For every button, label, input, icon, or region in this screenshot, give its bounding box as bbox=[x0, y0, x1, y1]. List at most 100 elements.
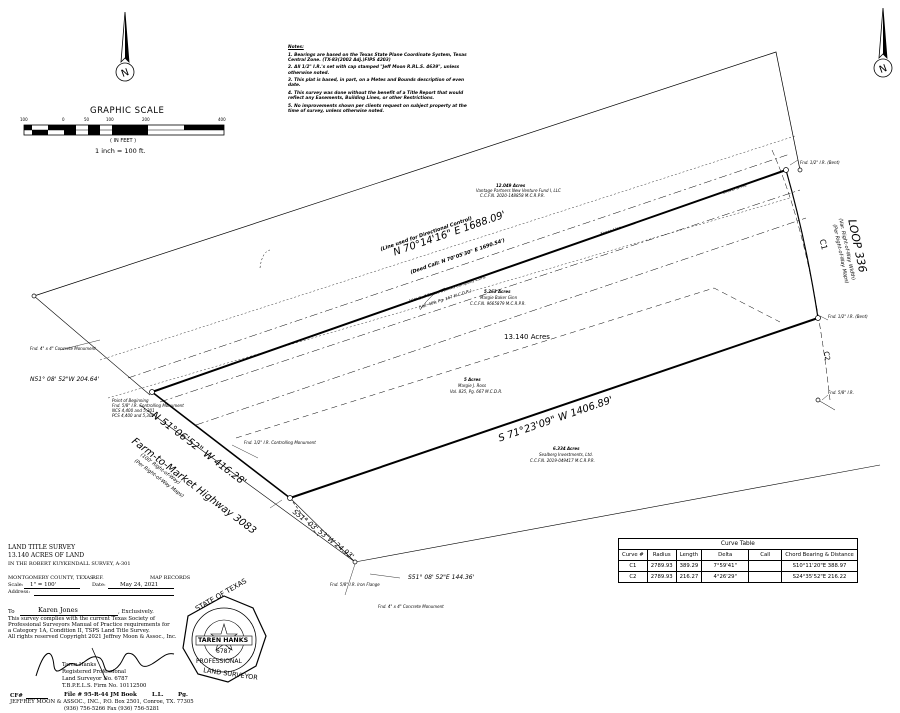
title-scale-label: Scale: bbox=[8, 582, 24, 588]
to-name: Karen Jones bbox=[38, 606, 78, 614]
graphic-scale-title: GRAPHIC SCALE bbox=[90, 106, 165, 116]
tract-mid-owner: Margie Baker Ginn bbox=[480, 295, 518, 300]
to-exclusively: , Exclusively. bbox=[118, 609, 154, 615]
title-map-records: MAP RECORDS bbox=[150, 575, 191, 581]
tract-south-acres: 5 Acres bbox=[464, 377, 481, 382]
note-4: 4. This survey was done without the bene… bbox=[288, 90, 464, 102]
tract-se-acres: 6.334 Acres bbox=[553, 446, 580, 451]
title-ref: REF. bbox=[92, 575, 104, 581]
curve-table-title: Curve Table bbox=[618, 538, 858, 550]
surveyor-signature bbox=[35, 647, 175, 681]
curve-header: Length bbox=[675, 549, 703, 561]
north-arrow-right-icon: N bbox=[873, 7, 893, 78]
curve-cell: 7°59'41" bbox=[701, 560, 750, 572]
page-label: Pg. bbox=[178, 692, 188, 698]
tract-mid-acres: 5.263 Acres bbox=[484, 289, 511, 294]
graphic-scale-bar bbox=[23, 124, 225, 136]
surveyor-firm: T.B.P.E.L.S. Firm No. 10112500 bbox=[62, 683, 147, 689]
curve-header: Radius bbox=[646, 549, 677, 561]
n51-bearing: N51° 08' 52"W 204.64' bbox=[30, 376, 100, 383]
title-line-1: LAND TITLE SURVEY bbox=[8, 544, 76, 551]
surveyor-name: Taren Hanks bbox=[62, 662, 97, 668]
company-phone: (936) 756-5266 Fax (936) 756-5281 bbox=[64, 706, 160, 712]
table-row: C1 2789.93 389.29 7°59'41" S10°11'20"E 3… bbox=[618, 560, 858, 572]
file-number: File # 95-R-44 JM Book bbox=[64, 692, 137, 698]
fnd-concrete-monument: Fnd. 4" x 4" Concrete Monument bbox=[30, 346, 96, 351]
s51-144-bearing: S51° 08' 52"E 144.36' bbox=[408, 574, 475, 581]
tract-se-owner: Sealberg Investments, Ltd. bbox=[539, 452, 593, 457]
title-county: MONTGOMERY COUNTY, TEXAS bbox=[8, 575, 94, 581]
cert-line-4: All rights reserved Copyright 2021 Jeffr… bbox=[8, 634, 177, 640]
fnd-controlling-monument: Fnd. 1/2" I.R. Controlling Monument bbox=[244, 440, 316, 445]
north-arrow-left-icon: N bbox=[115, 11, 135, 82]
scale-tick: 100 bbox=[20, 117, 28, 122]
cf-label: CF# bbox=[10, 693, 23, 699]
note-3: 3. This plat is based, in part, on a Met… bbox=[288, 78, 465, 89]
company-line: JEFFREY MOON & ASSOC., INC., P.O. Box 25… bbox=[10, 699, 194, 705]
title-line-3: IN THE ROBERT KUYKENDALL SURVEY, A-301 bbox=[8, 561, 131, 567]
title-line-2: 13.140 ACRES OF LAND bbox=[8, 552, 85, 559]
surveyor-role: Registered Professional bbox=[62, 669, 126, 675]
tract-se-record: C.C.F.N. 2019-049417 M.C.R.P.R. bbox=[530, 458, 595, 463]
title-address-label: Address: bbox=[8, 589, 31, 595]
surveyor-seal bbox=[182, 595, 267, 683]
tract-mid-record: C.C.F.N. 9665879 M.C.R.P.R. bbox=[470, 301, 526, 306]
tract-north-owner: Vantage Partners New Venture Fund I, LLC bbox=[476, 188, 561, 193]
curve-table: Curve Table Curve # Radius Length Delta … bbox=[618, 538, 858, 583]
notes-block: Notes: 1. Bearings are based on the Texa… bbox=[288, 45, 478, 117]
curve-header: Curve # bbox=[618, 549, 648, 561]
curve-cell: S10°11'20"E 388.97 bbox=[781, 560, 858, 572]
curve-cell bbox=[748, 571, 783, 583]
fnd-concrete-monument: Fnd. 4" x 4" Concrete Monument bbox=[378, 604, 444, 609]
curve-cell: 2789.93 bbox=[646, 560, 677, 572]
curve-header: Call bbox=[748, 549, 783, 561]
cert-line-1: This survey complies with the current Te… bbox=[8, 616, 155, 622]
fnd-iron-rod: Fnd. 1/2" I.R. (Bent) bbox=[828, 314, 868, 319]
seal-number: 6787 bbox=[216, 648, 232, 655]
cert-line-2: Professional Surveyors Manual of Practic… bbox=[8, 622, 170, 628]
title-scale-value: 1" = 100' bbox=[30, 582, 57, 588]
curve-c1-label: C1 bbox=[817, 238, 829, 251]
title-date-value: May 24, 2021 bbox=[120, 582, 159, 588]
notes-heading: Notes: bbox=[288, 45, 304, 50]
book-number: L.L. bbox=[152, 692, 164, 698]
curve-cell: 389.29 bbox=[675, 560, 703, 572]
note-2: 2. All 1/2" I.R.'s set with cap stamped … bbox=[288, 65, 460, 76]
scale-unit: ( IN FEET ) bbox=[110, 138, 137, 144]
seal-mid-text: PROFESSIONAL bbox=[196, 658, 242, 665]
surveyor-license: Land Surveyor No. 6787 bbox=[62, 676, 128, 682]
curve-c2-label: C2 bbox=[821, 350, 832, 362]
scale-tick: 200 bbox=[142, 117, 150, 122]
scale-tick: 0 bbox=[62, 117, 65, 122]
curve-header: Delta bbox=[701, 549, 750, 561]
fnd-iron-rod: Fnd. 5/8" I.R. bbox=[828, 390, 854, 395]
fnd-iron-flange: Fnd. 5/8" I.R. Iron Flange bbox=[330, 582, 380, 587]
tract-south-owner: Margie J. Ross bbox=[458, 383, 487, 388]
tract-main-acres: 13.140 Acres bbox=[504, 333, 550, 341]
tract-north-record: C.C.F.N. 2020-148858 M.C.R.P.R. bbox=[480, 193, 545, 198]
cert-line-3: a Category 1A, Condition II, TSPS Land T… bbox=[8, 628, 150, 634]
svg-text:N: N bbox=[120, 67, 131, 80]
scale-tick: 50 bbox=[84, 117, 90, 122]
title-date-label: Date: bbox=[92, 582, 106, 588]
curve-header: Chord Bearing & Distance bbox=[781, 549, 858, 561]
curve-cell: 216.27 bbox=[675, 571, 703, 583]
curve-cell bbox=[748, 560, 783, 572]
seal-name: TAREN HANKS bbox=[198, 637, 249, 644]
fnd-iron-rod: Fnd. 1/2" I.R. (Bent) bbox=[800, 160, 840, 165]
pob-pcs: PCS 4,400 and 5,301 bbox=[112, 413, 155, 418]
pob-label: Point of Beginning bbox=[112, 398, 149, 403]
curve-cell: 4°26'29" bbox=[701, 571, 750, 583]
curve-cell: C1 bbox=[618, 560, 648, 572]
note-5: 5. No improvements shown per clients req… bbox=[288, 103, 467, 114]
tract-north-acres: 12.049 Acres bbox=[496, 183, 526, 188]
svg-text:N: N bbox=[878, 63, 889, 76]
tract-south-record: Vol. 835, Pg. 667 M.C.D.R. bbox=[450, 389, 503, 394]
note-1: 1. Bearings are based on the Texas State… bbox=[288, 52, 467, 63]
scale-tick: 100 bbox=[106, 117, 114, 122]
curve-cell: S24°35'52"E 216.22 bbox=[781, 571, 858, 583]
table-row: C2 2789.93 216.27 4°26'29" S24°35'52"E 2… bbox=[618, 571, 858, 583]
curve-cell: 2789.93 bbox=[646, 571, 677, 583]
to-label: To bbox=[8, 609, 15, 615]
